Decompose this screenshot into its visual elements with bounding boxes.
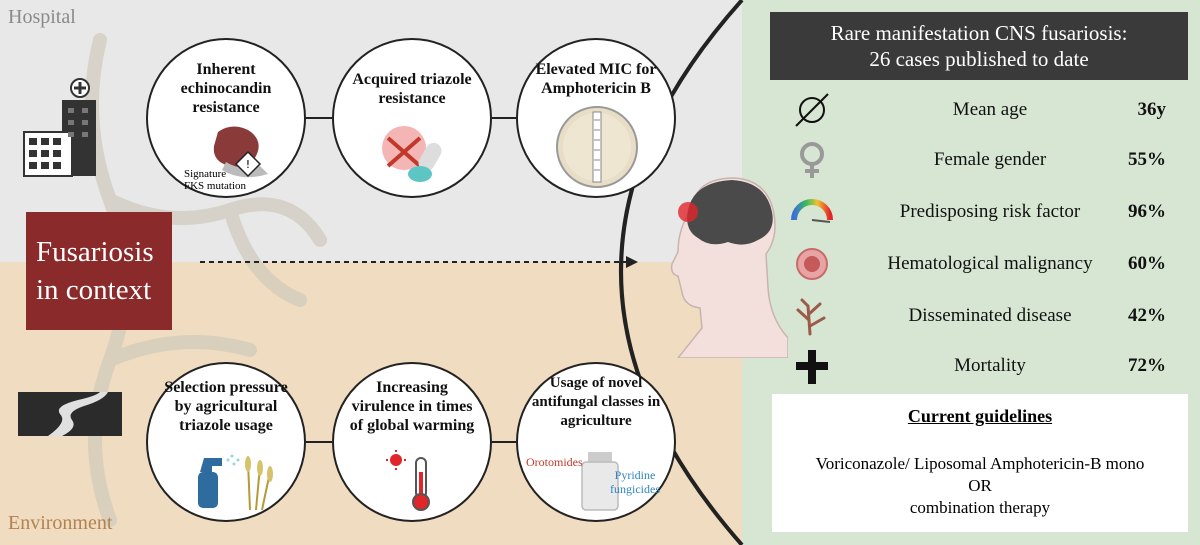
- fks-label-line1: Signature: [184, 168, 227, 180]
- stat-value: 72%: [1128, 355, 1166, 376]
- triazole-resistance-circle: Acquired triazole resistance: [332, 38, 492, 198]
- resistant-fungus-pill-icon: [382, 126, 442, 182]
- environment-label: Environment: [8, 512, 113, 534]
- novel-antifungal-circle: Usage of novel antifungal classes in agr…: [516, 362, 676, 522]
- amphotericin-mic-circle: Elevated MIC for Amphotericin B: [516, 38, 676, 198]
- stat-row-risk-factor: Predisposing risk factor 96%: [770, 192, 1188, 232]
- fks-mutation-icon: !: [213, 126, 268, 178]
- hospital-label: Hospital: [8, 6, 76, 28]
- circle-text: Inherent echinocandin resistance: [180, 61, 272, 116]
- guidelines-box: Current guidelines Voriconazole/ Liposom…: [772, 394, 1188, 532]
- context-title-line2: in context: [36, 274, 152, 306]
- stat-label: Female gender: [933, 149, 1047, 170]
- circle-text: Usage of novel antifungal classes in agr…: [531, 375, 661, 429]
- panel-title-box: Rare manifestation CNS fusariosis: 26 ca…: [770, 12, 1188, 80]
- guidelines-line2: OR: [968, 476, 992, 495]
- svg-text:!: !: [246, 158, 250, 171]
- stat-value: 36y: [1137, 99, 1167, 120]
- panel-title-line2: 26 cases published to date: [869, 47, 1089, 71]
- stat-label: Hematological malignancy: [887, 253, 1093, 274]
- pyridine-line2: fungicides: [610, 482, 660, 496]
- panel-title-line1: Rare manifestation CNS fusariosis:: [830, 21, 1128, 45]
- fks-label: Signature FKS mutation: [184, 168, 246, 192]
- fks-label-line2: FKS mutation: [184, 180, 247, 192]
- human-head-brain-icon: [670, 177, 788, 358]
- pyridine-line1: Pyridine: [614, 468, 656, 482]
- stat-label: Disseminated disease: [908, 305, 1072, 326]
- stat-label: Mean age: [952, 99, 1028, 120]
- stat-row-mortality: Mortality 72%: [770, 346, 1188, 386]
- echinocandin-resistance-circle: Inherent echinocandin resistance ! Signa…: [146, 38, 306, 198]
- pyridine-fungicides-label: Pyridine fungicides: [610, 468, 660, 496]
- circle-text: Increasing virulence in times of global …: [349, 379, 475, 434]
- circle-text: Elevated MIC for Amphotericin B: [535, 61, 657, 97]
- fusariosis-in-context-box: Fusariosis in context: [26, 212, 172, 330]
- stat-row-mean-age: Mean age 36y: [770, 90, 1188, 130]
- guidelines-line3: combination therapy: [909, 498, 1051, 517]
- stat-value: 60%: [1128, 253, 1166, 274]
- petri-dish-etest-icon: [556, 106, 638, 188]
- stat-row-disseminated: Disseminated disease 42%: [770, 296, 1188, 336]
- guidelines-line1: Voriconazole/ Liposomal Amphotericin-B m…: [815, 454, 1145, 473]
- cross-icon: [796, 350, 828, 384]
- guidelines-heading: Current guidelines: [907, 406, 1053, 426]
- blood-cell-icon: [796, 248, 828, 280]
- orotomides-label: Orotomides: [526, 455, 583, 469]
- hospital-building-icon: [23, 78, 96, 177]
- fungicide-bottle-icon: [581, 452, 619, 511]
- global-warming-circle: Increasing virulence in times of global …: [332, 362, 492, 522]
- sprayer-wheat-icon: [198, 454, 273, 511]
- circle-text: Acquired triazole resistance: [352, 71, 472, 107]
- agricultural-triazole-circle: Selection pressure by agricultural triaz…: [146, 362, 306, 522]
- stat-label: Predisposing risk factor: [899, 201, 1081, 222]
- context-title-line1: Fusariosis: [36, 236, 154, 268]
- fungus-icon: [796, 298, 826, 336]
- stat-value: 42%: [1128, 305, 1166, 326]
- stat-value: 96%: [1128, 201, 1166, 222]
- gauge-icon: [791, 199, 833, 223]
- river-landscape-icon: [18, 392, 122, 436]
- stat-row-female-gender: Female gender 55%: [770, 140, 1188, 180]
- stat-label: Mortality: [954, 355, 1026, 376]
- diameter-icon: [795, 93, 829, 127]
- thermometer-sun-icon: [386, 450, 430, 511]
- stat-row-hematological: Hematological malignancy 60%: [770, 244, 1188, 284]
- female-symbol-icon: [800, 142, 824, 178]
- circle-text: Selection pressure by agricultural triaz…: [164, 379, 288, 434]
- stat-value: 55%: [1128, 149, 1166, 170]
